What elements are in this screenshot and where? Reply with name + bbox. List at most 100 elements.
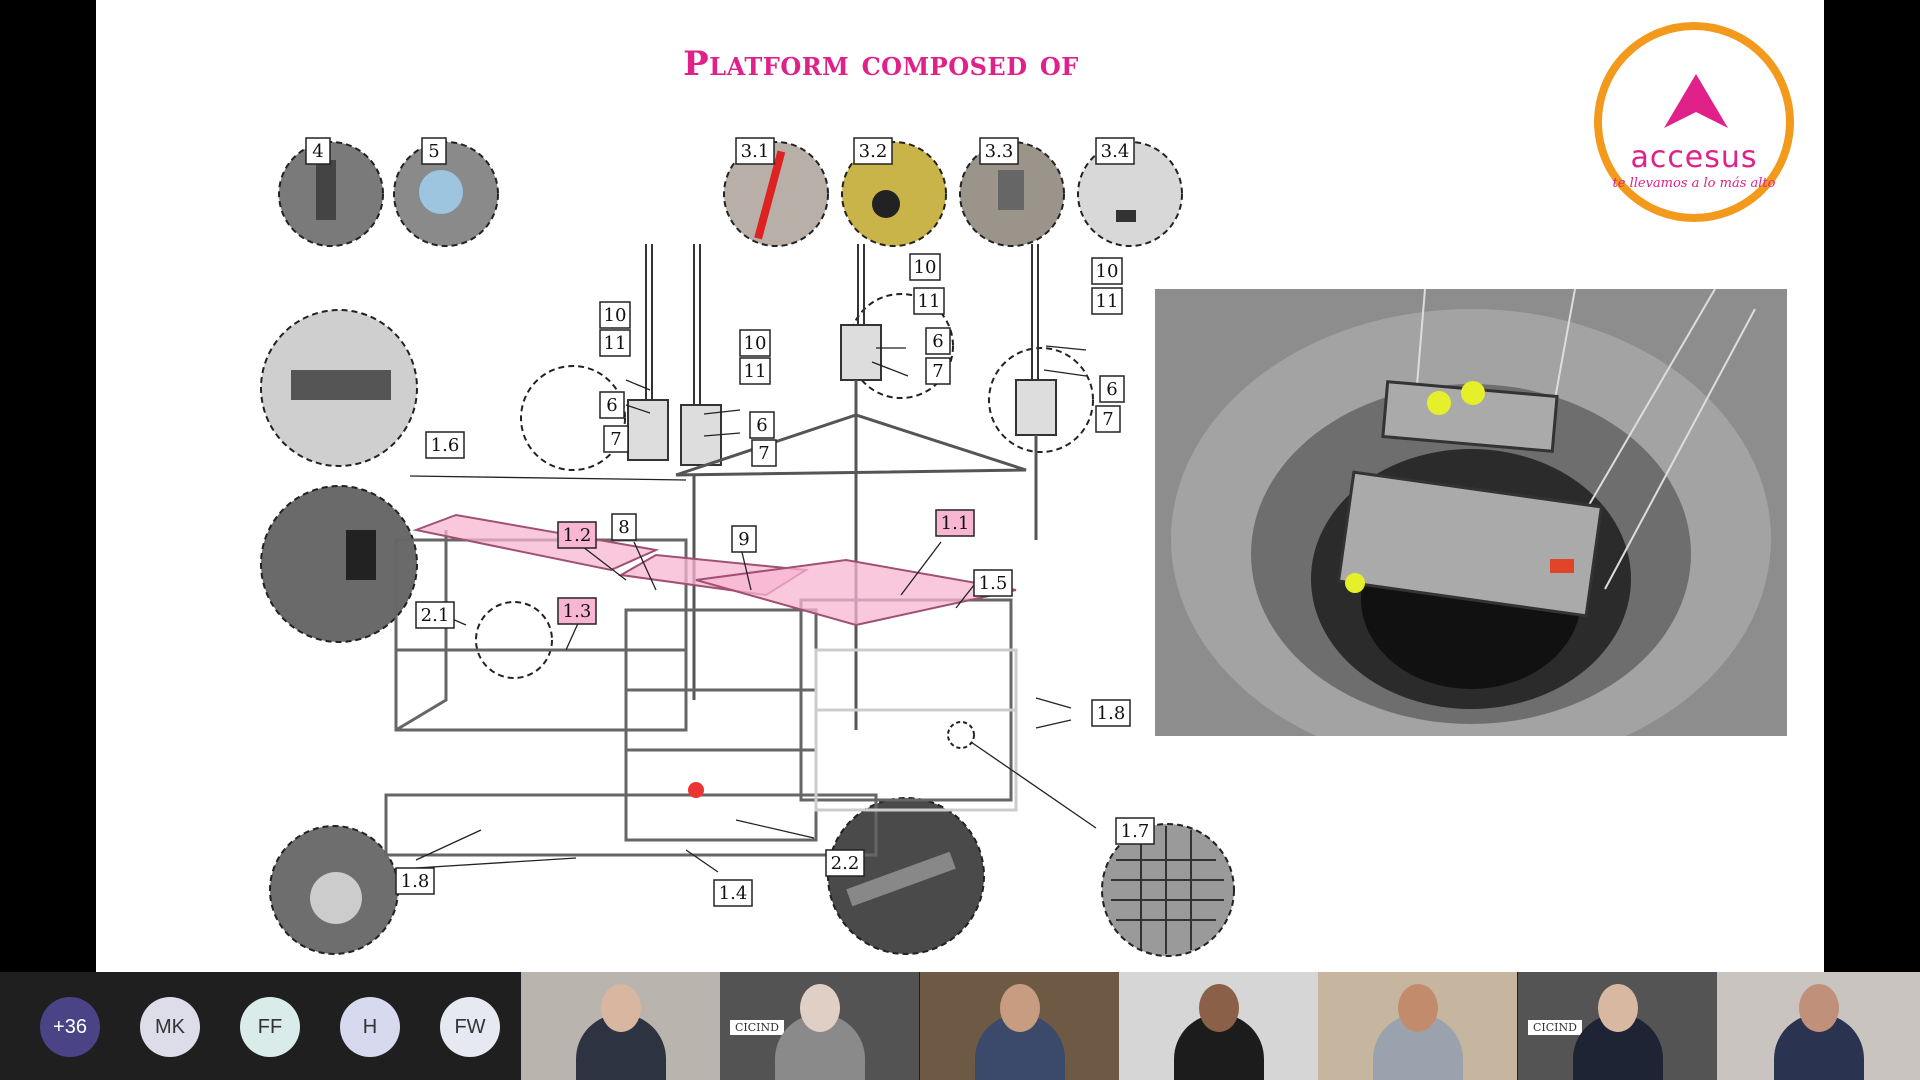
svg-text:1.8: 1.8 (401, 871, 430, 892)
svg-text:1.5: 1.5 (979, 573, 1008, 594)
svg-text:6: 6 (756, 415, 767, 436)
svg-text:1.4: 1.4 (719, 883, 748, 904)
svg-text:10: 10 (1096, 261, 1119, 282)
callout-label-10: 10 (739, 329, 771, 357)
detail-circle-4 (278, 141, 384, 247)
detail-circle-3-1 (723, 141, 829, 247)
svg-text:1.2: 1.2 (563, 525, 592, 546)
more-participants-button[interactable]: +36 (40, 997, 100, 1057)
callout-label-1-5: 1.5 (973, 569, 1013, 597)
svg-text:7: 7 (610, 429, 621, 450)
callout-label-5: 5 (421, 137, 447, 165)
callout-label-3-1: 3.1 (735, 137, 775, 165)
svg-text:9: 9 (738, 529, 749, 550)
svg-text:2.1: 2.1 (421, 605, 450, 626)
svg-text:1.8: 1.8 (1097, 703, 1126, 724)
callout-label-3-4: 3.4 (1095, 137, 1135, 165)
detail-circle-2-2 (827, 797, 985, 955)
callout-label-6: 6 (749, 411, 775, 439)
callout-label-11: 11 (913, 287, 945, 315)
detail-circle-5 (393, 141, 499, 247)
svg-text:2.2: 2.2 (831, 853, 860, 874)
detail-circle-3-2 (841, 141, 947, 247)
presentation-slide: Platform composed of accesus te llevamos… (96, 0, 1824, 972)
callout-label-1-7: 1.7 (1115, 817, 1155, 845)
callout-label-10: 10 (599, 301, 631, 329)
callout-label-1-8: 1.8 (395, 867, 435, 895)
control-box-icon (688, 782, 704, 798)
svg-text:10: 10 (604, 305, 627, 326)
svg-text:3.4: 3.4 (1101, 141, 1130, 162)
meeting-participants-bar: +36 MK FF H FW CICIND CICIND (0, 972, 1920, 1080)
participant-avatar[interactable]: MK (140, 997, 200, 1057)
detail-circle-1-7 (1101, 823, 1235, 957)
cicind-banner: CICIND (1528, 1020, 1582, 1035)
svg-text:1.6: 1.6 (431, 435, 460, 456)
video-tile[interactable]: CICIND (720, 972, 919, 1080)
svg-text:11: 11 (1096, 291, 1119, 312)
participant-avatar[interactable]: H (340, 997, 400, 1057)
callout-label-10: 10 (1091, 257, 1123, 285)
svg-text:7: 7 (758, 443, 769, 464)
svg-text:11: 11 (604, 333, 627, 354)
svg-text:5: 5 (428, 141, 439, 162)
svg-text:3.1: 3.1 (741, 141, 770, 162)
video-tile[interactable]: CICIND (1518, 972, 1717, 1080)
svg-text:10: 10 (744, 333, 767, 354)
callout-label-11: 11 (739, 357, 771, 385)
participant-avatar[interactable]: FF (240, 997, 300, 1057)
svg-text:6: 6 (932, 331, 943, 352)
callout-label-1-2: 1.2 (557, 521, 597, 549)
callout-label-6: 6 (925, 327, 951, 355)
callout-label-11: 11 (599, 329, 631, 357)
callout-label-3-3: 3.3 (979, 137, 1019, 165)
svg-text:11: 11 (744, 361, 767, 382)
video-tile[interactable] (1318, 972, 1517, 1080)
detail-circle-1-8 (269, 825, 399, 955)
accesus-logo: accesus te llevamos a lo más alto (1594, 22, 1794, 222)
callout-label-1-1: 1.1 (935, 509, 975, 537)
svg-text:7: 7 (1102, 409, 1113, 430)
slide-title: Platform composed of (683, 44, 1079, 84)
svg-text:7: 7 (932, 361, 943, 382)
callout-label-10: 10 (909, 253, 941, 281)
callout-label-2-2: 2.2 (825, 849, 865, 877)
svg-text:1.7: 1.7 (1121, 821, 1150, 842)
callout-label-1-3: 1.3 (557, 597, 597, 625)
svg-text:4: 4 (312, 141, 323, 162)
callout-label-7: 7 (1095, 405, 1121, 433)
svg-text:6: 6 (606, 395, 617, 416)
logo-triangle-icon (1664, 74, 1728, 128)
callout-label-7: 7 (603, 425, 629, 453)
callout-label-6: 6 (599, 391, 625, 419)
callout-label-2-1: 2.1 (415, 601, 455, 629)
callout-label-11: 11 (1091, 287, 1123, 315)
detail-circle-2-1 (260, 485, 418, 643)
shaft-work-photo (1155, 289, 1787, 736)
svg-text:1.3: 1.3 (563, 601, 592, 622)
hoist-circles (475, 293, 1094, 749)
detail-circle-1-6 (260, 309, 418, 467)
logo-name: accesus (1630, 140, 1758, 175)
svg-text:10: 10 (914, 257, 937, 278)
svg-text:3.2: 3.2 (859, 141, 888, 162)
svg-text:1.1: 1.1 (941, 513, 970, 534)
svg-text:3.3: 3.3 (985, 141, 1014, 162)
svg-text:8: 8 (618, 517, 629, 538)
svg-text:11: 11 (918, 291, 941, 312)
video-tile[interactable] (521, 972, 720, 1080)
video-tile[interactable] (1119, 972, 1318, 1080)
highlight-1-1 (695, 558, 1017, 627)
callout-label-8: 8 (611, 513, 637, 541)
callout-label-1-8: 1.8 (1091, 699, 1131, 727)
callout-label-1-6: 1.6 (425, 431, 465, 459)
callout-label-7: 7 (751, 439, 777, 467)
logo-tagline: te llevamos a lo más alto (1612, 176, 1776, 191)
callout-label-7: 7 (925, 357, 951, 385)
callout-label-1-4: 1.4 (713, 879, 753, 907)
callout-label-9: 9 (731, 525, 757, 553)
participant-avatar[interactable]: FW (440, 997, 500, 1057)
video-tile[interactable] (920, 972, 1119, 1080)
video-tile[interactable] (1717, 972, 1920, 1080)
svg-text:6: 6 (1106, 379, 1117, 400)
